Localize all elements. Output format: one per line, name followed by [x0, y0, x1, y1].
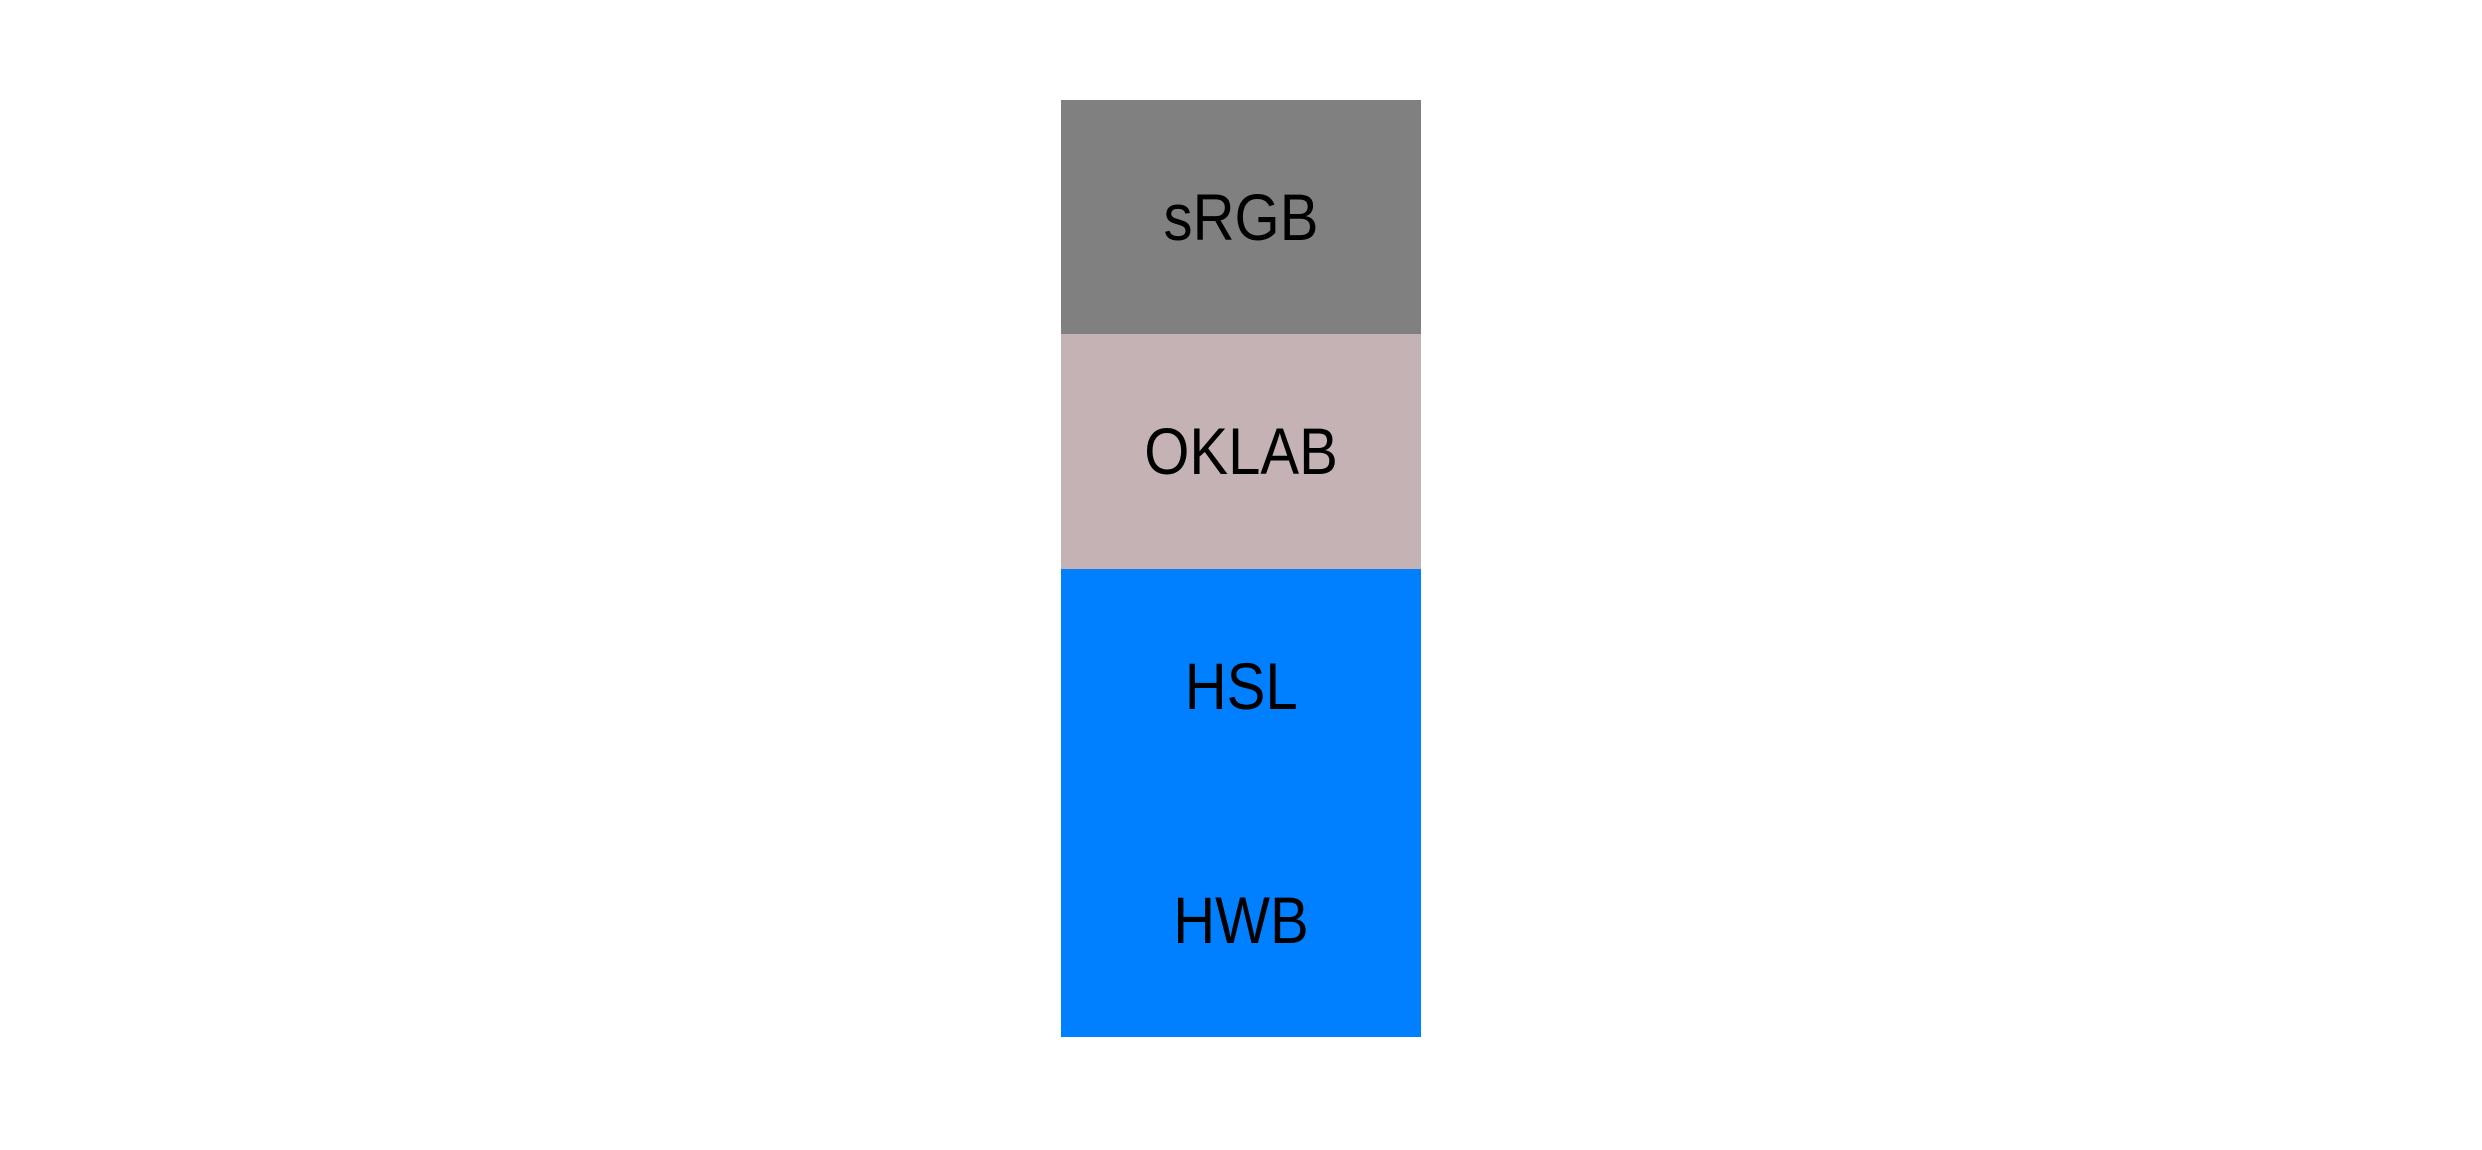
swatch-hsl-label: HSL — [1184, 648, 1298, 723]
swatch-hsl: HSL — [1061, 568, 1421, 803]
swatch-stack: sRGB OKLAB HSL HWB — [1061, 100, 1421, 1037]
swatch-oklab: OKLAB — [1061, 334, 1421, 569]
swatch-srgb-label: sRGB — [1163, 180, 1319, 255]
swatch-hwb-label: HWB — [1173, 882, 1309, 957]
swatch-srgb: sRGB — [1061, 100, 1421, 335]
swatch-hwb: HWB — [1061, 802, 1421, 1037]
swatch-oklab-label: OKLAB — [1144, 414, 1338, 489]
